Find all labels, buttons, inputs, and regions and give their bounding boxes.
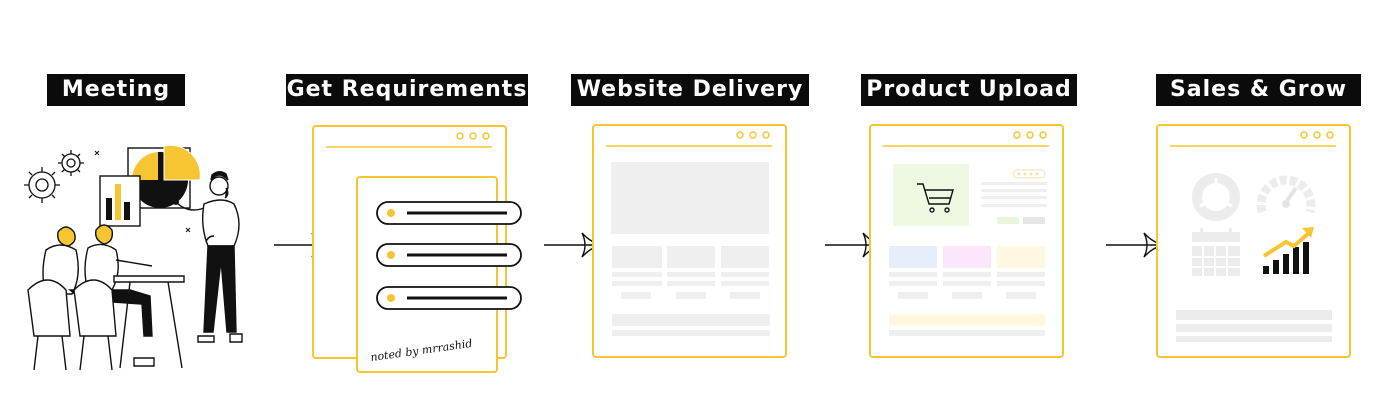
calendar-icon [1192,228,1240,276]
gear-icon [24,167,60,203]
sales-dashboard-wireframe [1156,124,1352,360]
requirements-document [312,125,527,375]
step-label-meeting: Meeting [47,74,185,106]
product-upload-wireframe [869,124,1065,360]
step-label-website-delivery: Website Delivery [571,74,809,106]
gauge-icon [1256,175,1316,214]
meeting-illustration [18,140,268,380]
growth-chart-icon [1262,227,1314,274]
gear-icon [58,150,84,176]
step-label-sales-grow: Sales & Grow [1156,74,1361,106]
website-wireframe [592,124,788,360]
donut-chart-icon [1192,173,1240,221]
step-label-get-requirements: Get Requirements [286,74,528,106]
shopping-cart-icon [917,183,954,213]
arrow-right-icon [1106,232,1168,258]
step-label-product-upload: Product Upload [861,74,1077,106]
